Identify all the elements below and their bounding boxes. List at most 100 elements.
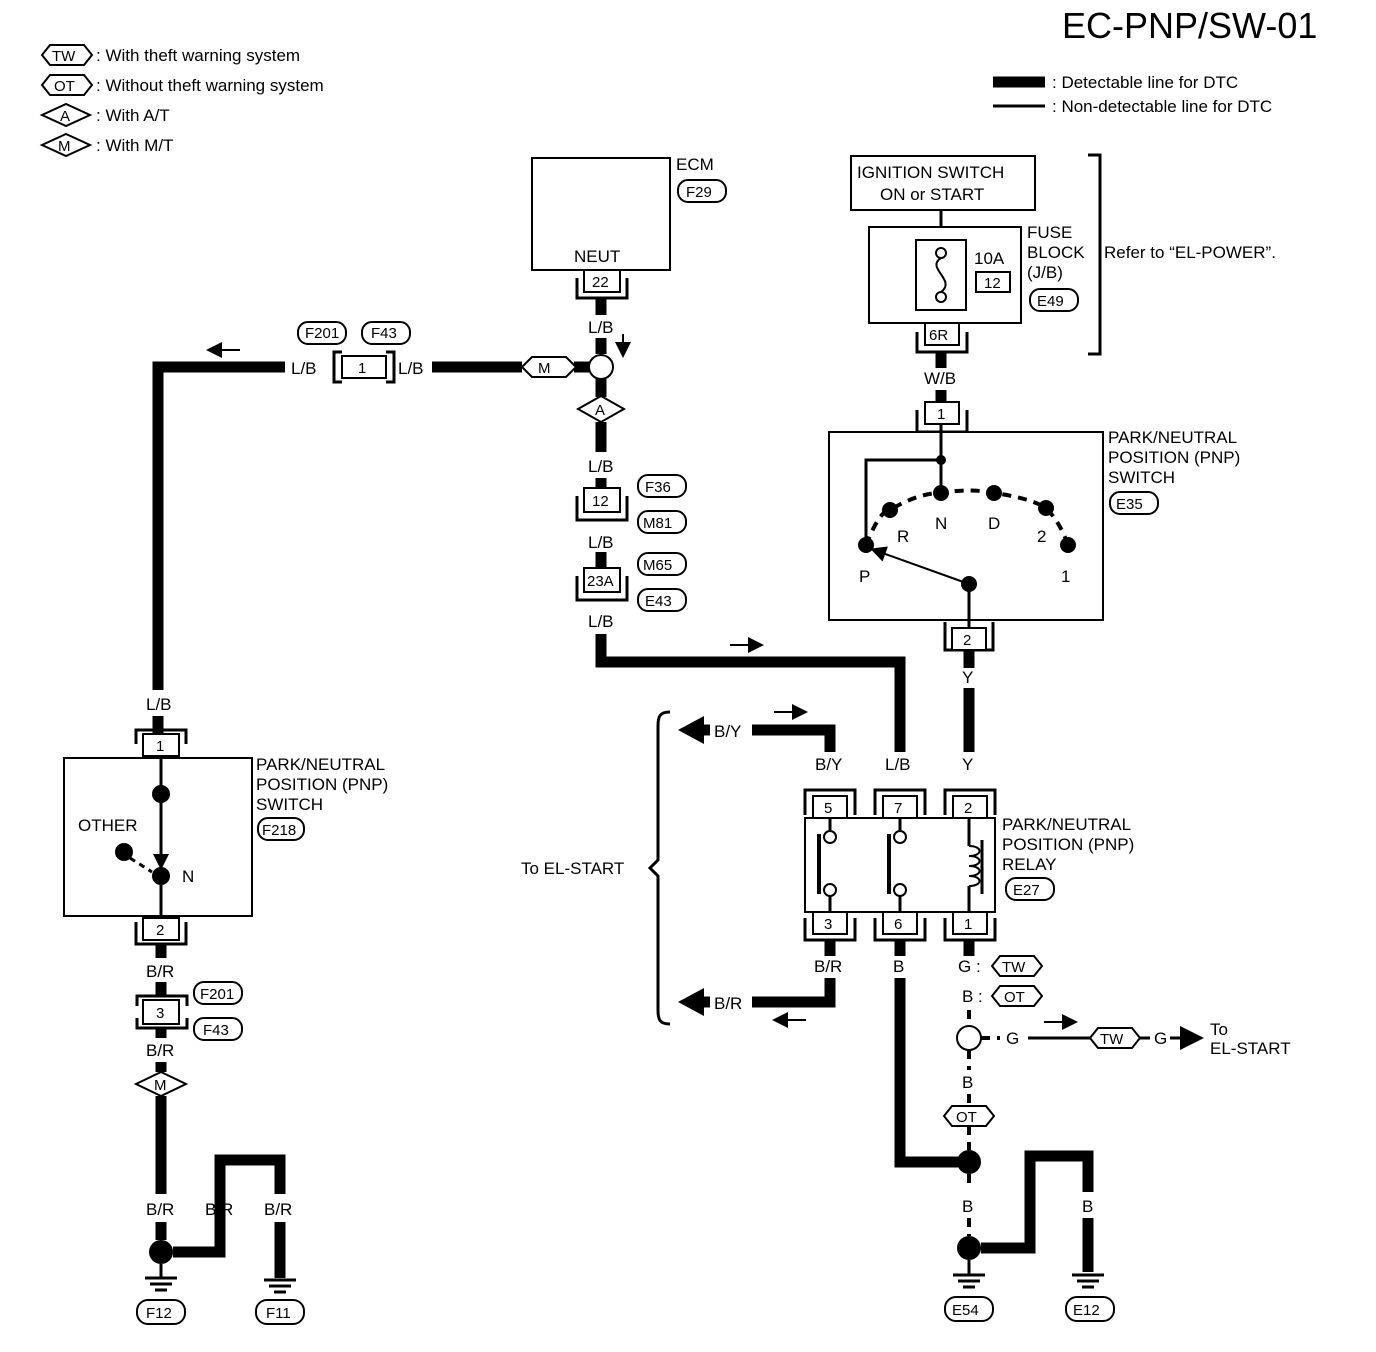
- wire-color-b: B: [1082, 1197, 1093, 1216]
- ecm-terminal-name: NEUT: [574, 247, 620, 266]
- connector-id: F43: [371, 325, 397, 342]
- pnp-relay: 5 7 2 3 6 1 PARK/NEUTRAL POSITION (PNP) …: [803, 788, 1134, 942]
- legend-text: : With theft warning system: [96, 46, 300, 65]
- ground-f12: F12: [136, 1264, 186, 1325]
- pos-label: D: [988, 514, 1000, 533]
- splice-dot: [957, 1150, 981, 1174]
- wire-color-g: G: [1006, 1029, 1019, 1048]
- relay-pin: 2: [964, 800, 972, 817]
- relay-connector: E27: [1013, 882, 1040, 899]
- wire-color-br: B/R: [714, 994, 742, 1013]
- non-detectable-text: : Non-detectable line for DTC: [1052, 97, 1272, 116]
- wire-color-b: B: [962, 1197, 973, 1216]
- branch-a: A: [595, 402, 605, 419]
- splice-junction: [588, 354, 614, 380]
- ground-id: F11: [266, 1305, 291, 1322]
- power-bracket: [1088, 153, 1102, 356]
- pnp-label: PARK/NEUTRAL: [1108, 428, 1237, 447]
- ground-f11: F11: [255, 1278, 305, 1325]
- wire-color-br: B/R: [264, 1200, 292, 1219]
- connector-id: E43: [645, 593, 672, 610]
- connector-id: M65: [643, 557, 672, 574]
- arrow-right-icon: [1180, 1026, 1204, 1050]
- line-legend: : Detectable line for DTC : Non-detectab…: [993, 73, 1272, 116]
- pos-p-dot: [858, 537, 874, 553]
- pnp-switch-at: 1 P R N D 2 1 2 PARK/NEUTRAL POSITION (P…: [828, 401, 1240, 652]
- ecm-label: ECM: [676, 155, 714, 174]
- pnp-label: POSITION (PNP): [256, 775, 388, 794]
- branch-tw: TW: [1100, 1031, 1124, 1048]
- fuse-connector: E49: [1037, 293, 1064, 310]
- legend-tag: A: [60, 108, 70, 125]
- connector-id: M81: [643, 515, 672, 532]
- pos-label: N: [935, 514, 947, 533]
- diagram-title: EC-PNP/SW-01: [1062, 5, 1317, 46]
- branch-m: M: [538, 360, 551, 377]
- ecm-connector: F29: [686, 184, 712, 201]
- connector-pin: 12: [592, 493, 609, 510]
- power-reference: Refer to “EL-POWER”.: [1104, 243, 1276, 262]
- pnp-pin: 1: [937, 406, 945, 423]
- splice-dot: [957, 1236, 981, 1260]
- relay-pin: 7: [894, 800, 902, 817]
- pnp-label: SWITCH: [1108, 468, 1175, 487]
- ot-hex-icon: [40, 74, 94, 96]
- connector-f201-f43-top: F201 F43 1: [297, 321, 411, 384]
- fuse-number: 12: [984, 275, 1001, 292]
- to-el-start-right-2: EL-START: [1210, 1039, 1291, 1058]
- ground-e12: E12: [1065, 1273, 1115, 1322]
- relay-label: RELAY: [1002, 855, 1057, 874]
- tw-hex-icon: [40, 44, 94, 66]
- wire-color-br: B/R: [205, 1200, 233, 1219]
- wire-color-g: G: [1154, 1029, 1167, 1048]
- pos-label: 1: [1061, 567, 1070, 586]
- connector-pin: 1: [358, 360, 366, 377]
- pnp-other: OTHER: [78, 816, 138, 835]
- connector-pin: 23A: [587, 573, 614, 590]
- detectable-text: : Detectable line for DTC: [1052, 73, 1238, 92]
- connector-id: F43: [203, 1022, 229, 1039]
- splice-dot: [149, 1240, 173, 1264]
- wire-g-tw: G :: [958, 957, 981, 976]
- pos-1-dot: [1060, 537, 1076, 553]
- relay-pin: 3: [824, 916, 832, 933]
- wire-color-wb: W/B: [924, 369, 956, 388]
- wire-color-br: B/R: [146, 1200, 174, 1219]
- ot-branch-icon: [942, 1105, 996, 1127]
- ignition-line1: IGNITION SWITCH: [857, 163, 1004, 182]
- relay-coil-icon: [968, 845, 981, 887]
- wire-color-lb: L/B: [146, 695, 172, 714]
- pos-r-dot: [882, 502, 898, 518]
- pos-n-dot: [933, 485, 949, 501]
- pnp-label: PARK/NEUTRAL: [256, 755, 385, 774]
- fuse-pin: 6R: [929, 327, 948, 344]
- ground-id: E54: [952, 1302, 979, 1319]
- ot-branch-icon: [990, 985, 1044, 1007]
- pos-label: R: [897, 527, 909, 546]
- pnp-label: POSITION (PNP): [1108, 448, 1240, 467]
- ecm-pin: 22: [592, 274, 609, 291]
- other-position-dot: [115, 843, 133, 861]
- splice-junction: [956, 1025, 982, 1051]
- connector-id: F201: [305, 325, 339, 342]
- ignition-line2: ON or START: [880, 185, 984, 204]
- ground-id: E12: [1073, 1302, 1100, 1319]
- pnp-pin: 2: [156, 922, 164, 939]
- ground-id: F12: [146, 1305, 172, 1322]
- wire-color-lb: L/B: [885, 755, 911, 774]
- relay-pin: 5: [824, 800, 832, 817]
- to-el-start-right-1: To: [1210, 1020, 1228, 1039]
- connector-f201-f43-bottom: 3 F201 F43: [135, 981, 243, 1041]
- relay-pin: 6: [894, 916, 902, 933]
- ground-e54: E54: [944, 1260, 994, 1322]
- wire-color-br: B/R: [814, 957, 842, 976]
- pnp-pin: 1: [156, 738, 164, 755]
- arrow-left-icon: [678, 988, 704, 1016]
- wire-color-y: Y: [962, 668, 973, 687]
- wire-color-lb: L/B: [588, 612, 614, 631]
- ecm-block: ECM F29 NEUT 22: [531, 155, 727, 300]
- wire-color-b: B: [1024, 1197, 1035, 1216]
- tw-branch-icon: [990, 955, 1044, 977]
- pos-d-dot: [986, 485, 1002, 501]
